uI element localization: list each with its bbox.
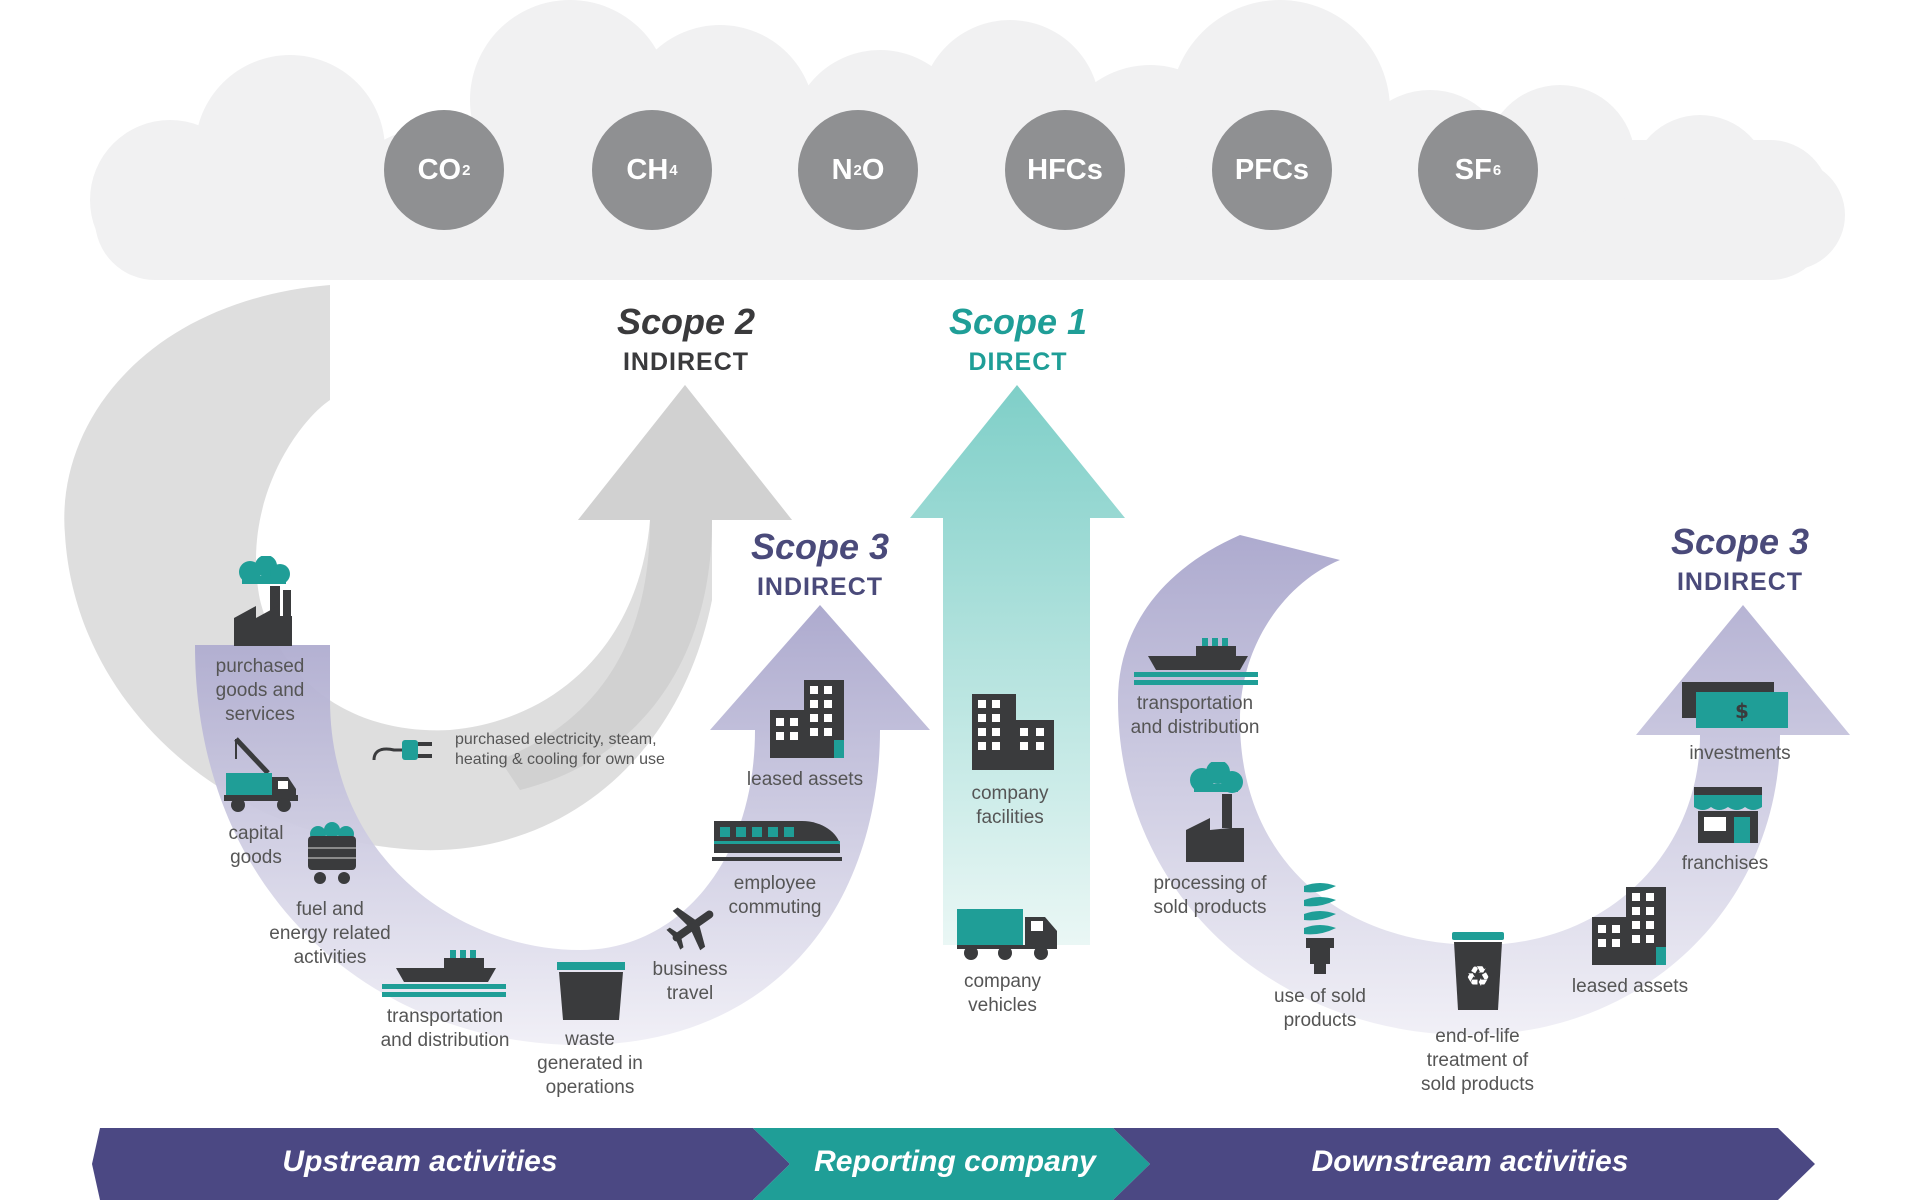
scope3-downstream-title: Scope 3 (1670, 521, 1810, 562)
scope3-upstream-arrow (195, 605, 930, 1045)
upstream-band (92, 1128, 790, 1200)
bulb-icon (1304, 883, 1336, 974)
factory-icon (1186, 762, 1244, 862)
building-icon (972, 694, 1054, 770)
scope1-title: Scope 1 (948, 301, 1088, 342)
svg-text:♻: ♻ (1465, 960, 1490, 993)
scope3-downstream-arrow (1118, 535, 1850, 1035)
building-icon (1592, 887, 1666, 965)
label-franchises: franchises (1681, 853, 1769, 874)
airplane-icon (666, 907, 714, 951)
scope3-upstream-type: INDIRECT (756, 573, 884, 601)
band-reporting-label: Reporting company (814, 1145, 1096, 1178)
downstream-band (1113, 1128, 1815, 1200)
scope2-title: Scope 2 (616, 301, 756, 342)
building-icon (770, 680, 844, 758)
dumpster-icon (557, 962, 625, 1020)
label-leased-upstream: leased assets (746, 769, 864, 790)
scope2-type: INDIRECT (622, 348, 750, 376)
factory-icon (234, 556, 292, 646)
scope3-upstream-title: Scope 3 (750, 526, 890, 567)
scope1-type: DIRECT (968, 348, 1068, 376)
money-icon: $ (1682, 682, 1788, 728)
label-purchased-electricity: purchased electricity, steam,heating & c… (455, 731, 665, 768)
gas-pfcs: PFCs (1212, 110, 1332, 230)
store-icon (1694, 787, 1762, 843)
scope1-arrow (910, 385, 1125, 945)
emissions-cloud (90, 0, 1845, 280)
plug-icon (372, 740, 432, 761)
truck-icon (957, 909, 1057, 960)
reporting-band (753, 1128, 1150, 1200)
scope3-downstream-type: INDIRECT (1676, 568, 1804, 596)
ship-icon (1134, 638, 1258, 685)
gas-hfcs: HFCs (1005, 110, 1125, 230)
dollar-sign: $ (1735, 699, 1749, 723)
band-downstream-label: Downstream activities (1311, 1145, 1629, 1178)
crane-truck-icon (224, 737, 298, 812)
recycle-bin-icon: ♻ (1452, 932, 1504, 1010)
label-investments: investments (1689, 743, 1791, 764)
coal-cart-icon (308, 822, 356, 884)
ship-icon (382, 950, 506, 997)
train-icon (712, 821, 842, 861)
label-leased-downstream: leased assets (1571, 976, 1689, 997)
band-upstream-label: Upstream activities (282, 1145, 558, 1178)
